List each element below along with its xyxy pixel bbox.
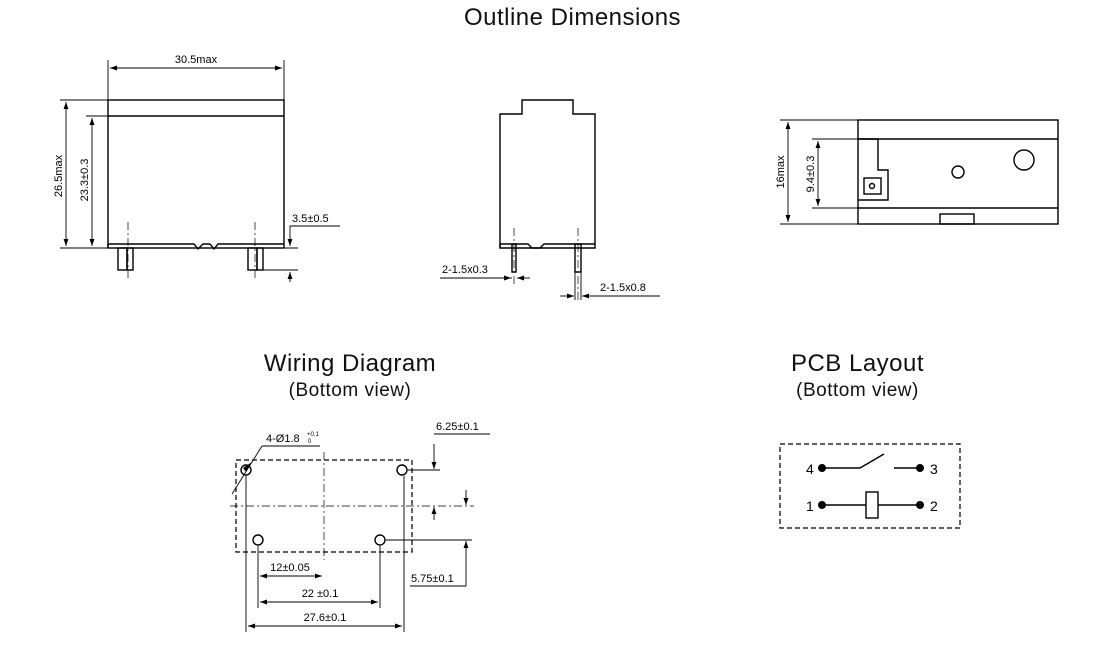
wiring-hole-tol-minus: 0: [308, 439, 312, 445]
wiring-hole-2: [396, 464, 408, 476]
side-view: 2-1.5x0.3 2-1.5x0.8: [440, 99, 660, 300]
pcb-pin-4-label: 4: [806, 461, 814, 477]
wiring-hole-4: [374, 534, 386, 546]
dim-height-body-label: 23.3±0.3: [79, 159, 91, 202]
front-view-standoffs: [107, 243, 284, 251]
top-view-terminal-block: [858, 138, 889, 201]
pcb-layout-title: PCB Layout: [790, 350, 925, 377]
pcb-outline: [779, 443, 961, 529]
dim-pin-a-label: 2-1.5x0.3: [442, 264, 488, 276]
wiring-offset-right-label: 6.25±0.1: [436, 421, 479, 433]
top-view: 16max 9.4±0.3: [775, 119, 1059, 225]
pcb-layout: 4 3 1 2: [779, 443, 961, 529]
wiring-hole-1: [240, 464, 252, 476]
front-view: 30.5max 26.5max 23.3±0.3 3.5±0.5: [53, 54, 340, 282]
pcb-coil: [865, 491, 879, 519]
front-view-pin-right-a: [247, 247, 258, 271]
pcb-pin-3-label: 3: [930, 461, 938, 477]
dim-top-height-total-label: 16max: [775, 155, 787, 189]
wiring-hole-tol-plus: +0.1: [307, 432, 320, 438]
dim-width-label: 30.5max: [175, 54, 218, 66]
wiring-span-small-label: 12±0.05: [270, 562, 310, 574]
outline-dimensions-title: Outline Dimensions: [463, 4, 682, 31]
dim-pin-length-label: 3.5±0.5: [292, 213, 329, 225]
front-view-pin-left-a: [117, 247, 128, 271]
pcb-switch-contact: [859, 453, 885, 469]
wiring-offset-bottom-label: 5.75±0.1: [411, 573, 454, 585]
front-view-pin-left-b: [126, 247, 134, 271]
wiring-hole-3: [252, 534, 264, 546]
wiring-diagram-subtitle: (Bottom view): [288, 380, 412, 401]
pcb-pin-1-label: 1: [806, 498, 814, 514]
dim-top-height-inner-label: 9.4±0.3: [805, 156, 817, 193]
pcb-pin-2-label: 2: [930, 498, 938, 514]
pcb-layout-subtitle: (Bottom view): [796, 380, 919, 401]
side-view-body: [499, 99, 596, 249]
side-view-standoffs: [499, 243, 595, 249]
dim-height-total-label: 26.5max: [53, 154, 65, 197]
wiring-diagram: 4-Ø1.8 +0.1 0 6.25±0.1 5.75±0.1 12±0.05 …: [230, 421, 490, 632]
wiring-hole-label: 4-Ø1.8: [266, 433, 300, 445]
top-view-notch: [939, 213, 975, 225]
wiring-diagram-title: Wiring Diagram: [263, 350, 437, 377]
top-view-marker-square: [863, 177, 882, 195]
wiring-span-mid-label: 22 ±0.1: [302, 588, 339, 600]
front-view-body: [107, 99, 285, 249]
dim-pin-b-label: 2-1.5x0.8: [600, 282, 646, 294]
top-view-small-hole: [951, 165, 965, 179]
wiring-span-total-label: 27.6±0.1: [304, 612, 347, 624]
front-view-pin-right-b: [256, 247, 264, 271]
top-view-large-hole: [1013, 149, 1035, 171]
